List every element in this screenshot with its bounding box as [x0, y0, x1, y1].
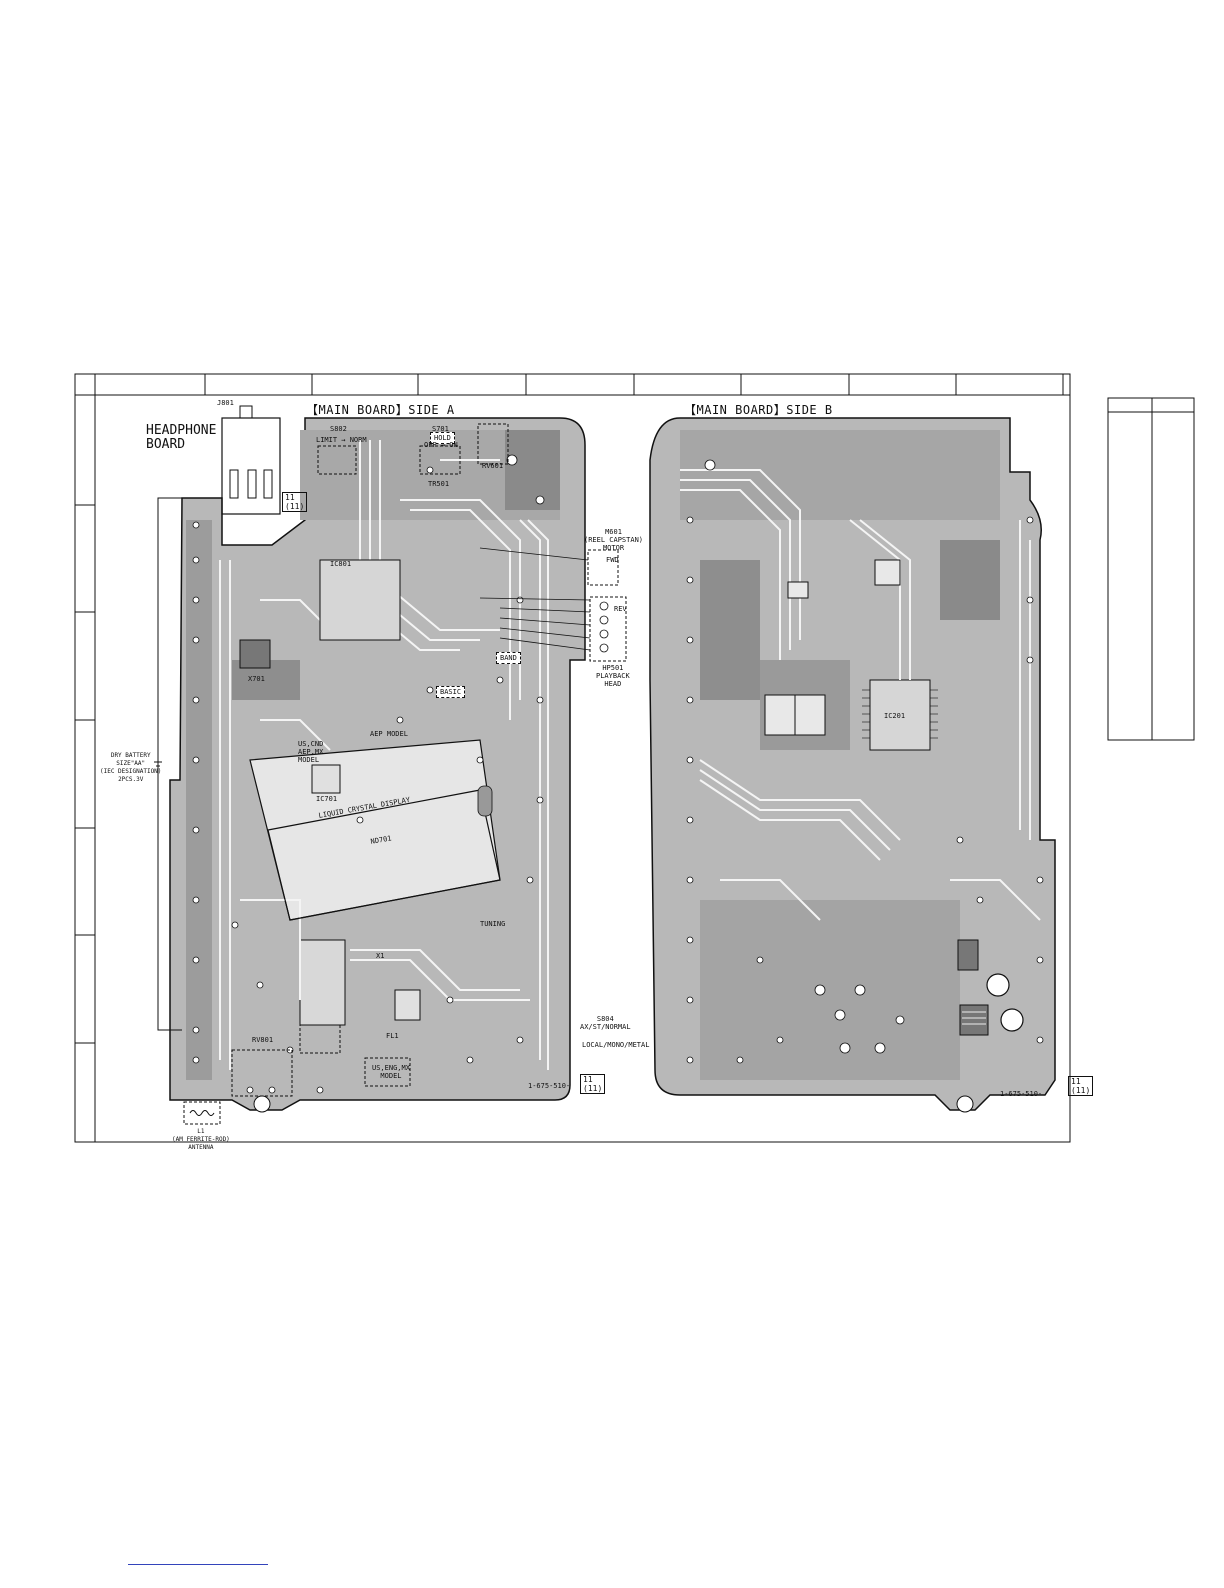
dry-battery-label: DRY BATTERY SIZE"AA" (IEC DESIGNATION) 2…	[100, 752, 162, 783]
side-a-title: 【MAIN BOARD】SIDE A	[306, 403, 455, 417]
board-side-b	[649, 417, 1056, 1113]
hold-label: HOLD	[430, 432, 455, 444]
ic701-label: IC701	[316, 795, 338, 803]
s804-mode-label: LOCAL/MONO/METAL	[582, 1041, 650, 1049]
band-label: BAND	[496, 652, 521, 664]
rv801-label: RV801	[252, 1036, 274, 1044]
legend-table	[1107, 397, 1195, 741]
am-antenna-label: L1 (AM FERRITE-ROD) ANTENNA	[172, 1128, 230, 1151]
part-number-b: 1-675-510-	[1000, 1090, 1043, 1098]
page-marker-top: 11 (11)	[282, 492, 308, 512]
s701-label: S701	[432, 425, 449, 433]
am-antenna	[183, 1101, 221, 1125]
x701-label: X701	[248, 675, 265, 683]
basic-label: BASIC	[436, 686, 466, 698]
hp501-label: HP501 PLAYBACK HEAD	[596, 664, 630, 688]
part-number-a: 1-675-510-	[528, 1082, 571, 1090]
side-b-title: 【MAIN BOARD】SIDE B	[684, 403, 833, 417]
aep-model-label: AEP MODEL	[370, 730, 408, 738]
headphone-board-title: HEADPHONE BOARD	[146, 423, 217, 452]
ic801-label: IC801	[330, 560, 352, 568]
fwd-label: FWD	[606, 556, 619, 564]
s804-label: S804 AX/ST/NORMAL	[580, 1015, 631, 1031]
page-marker-a: 11 (11)	[580, 1074, 606, 1094]
rev-label: REV	[614, 605, 627, 613]
s701-desc: OFF → ON	[424, 441, 458, 449]
switch-outlines	[231, 423, 627, 1097]
x1-label: X1	[376, 952, 385, 960]
us-eng-mx-label: US,ENG,MX MODEL	[372, 1064, 410, 1080]
battery-lead	[154, 497, 182, 1031]
rv601-label: RV601	[482, 462, 504, 470]
page-marker-b: 11 (11)	[1068, 1076, 1094, 1096]
j801-label: J801	[217, 399, 234, 407]
s802-label: S802	[330, 425, 347, 433]
board-side-a	[169, 417, 586, 1113]
column-grid	[75, 374, 1070, 396]
footer-link-line	[128, 1564, 268, 1565]
row-grid	[75, 504, 95, 1044]
ic201-label: IC201	[884, 712, 906, 720]
tr501-label: TR501	[428, 480, 450, 488]
fl1-label: FL1	[386, 1032, 399, 1040]
us-model-label: US,CND AEP,MX MODEL	[298, 740, 324, 764]
m601-label: M601 (REEL CAPSTAN) MOTOR	[584, 528, 644, 552]
tuning-label: TUNING	[480, 920, 506, 928]
frame-border	[74, 373, 1071, 1143]
motor-head-leads	[479, 547, 609, 653]
s802-desc: LIMIT → NORM	[316, 436, 367, 444]
headphone-board	[221, 405, 281, 515]
